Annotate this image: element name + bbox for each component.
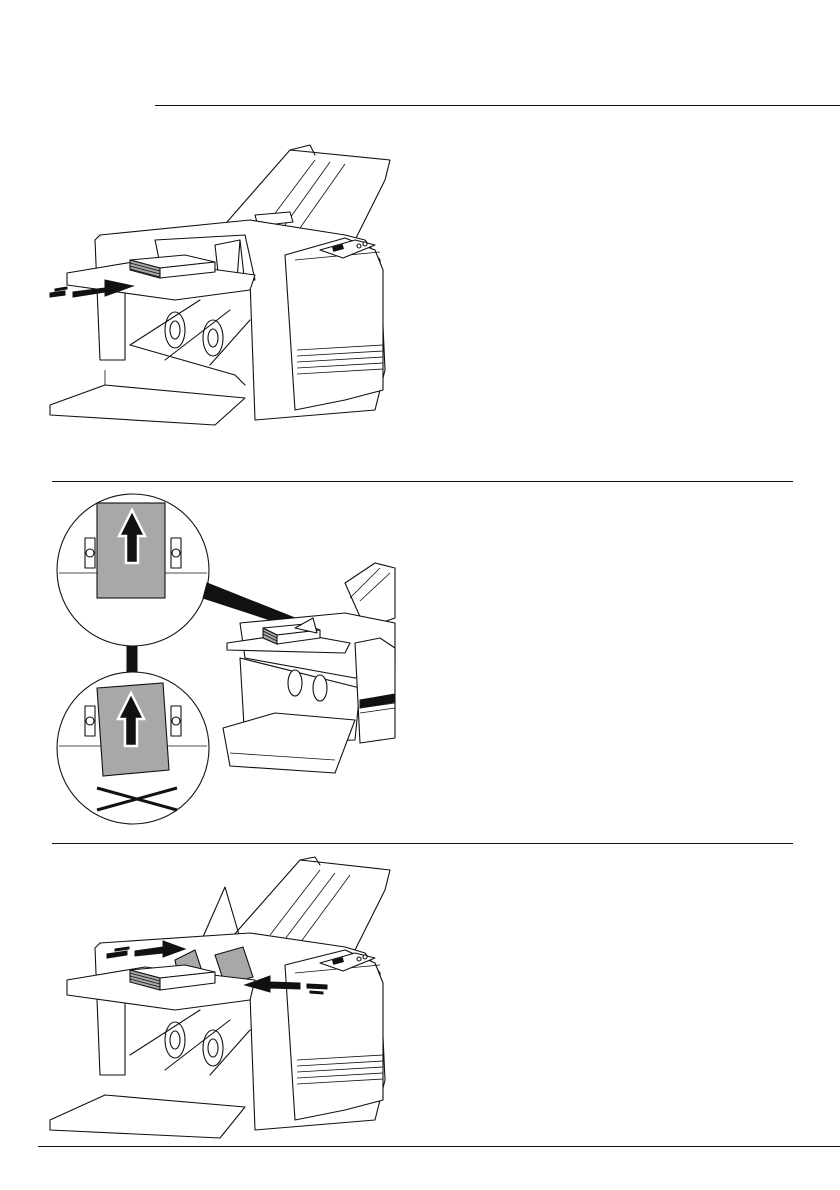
instruction-text-3 xyxy=(410,860,790,1120)
footer-rule xyxy=(38,1146,840,1147)
figure-adjust-side-guides xyxy=(45,855,395,1140)
section-divider-1 xyxy=(52,481,793,482)
header-rule xyxy=(155,105,840,106)
instruction-text-2 xyxy=(410,500,790,800)
figure-insert-paper-stack xyxy=(45,140,395,430)
roller-right xyxy=(203,320,223,356)
figure-paper-alignment xyxy=(45,488,395,828)
section-divider-2 xyxy=(52,843,793,844)
inset-incorrect-alignment xyxy=(57,672,209,824)
inset-correct-alignment xyxy=(57,494,209,646)
instruction-text-1 xyxy=(410,150,790,450)
roller-left xyxy=(165,312,185,348)
machine-small-view xyxy=(223,563,395,773)
